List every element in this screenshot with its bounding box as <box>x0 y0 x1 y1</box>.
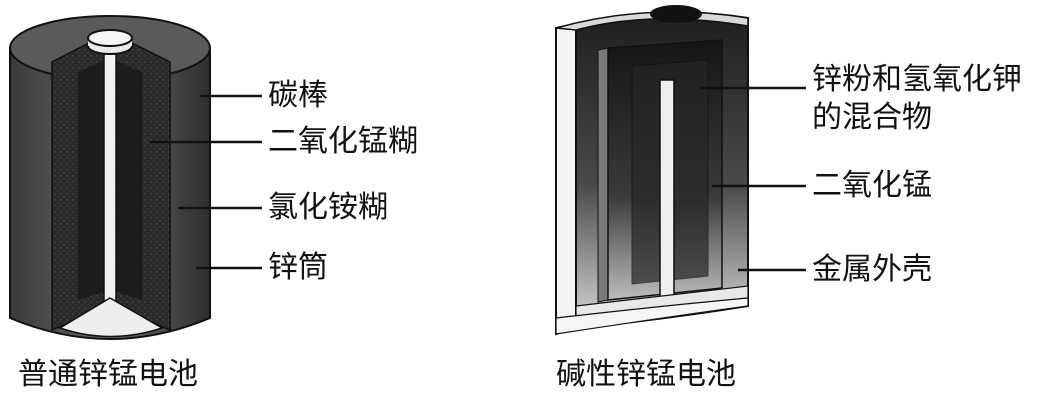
label-carbon-rod: 碳棒 <box>268 78 328 113</box>
label-mno2-paste: 二氧化锰糊 <box>268 124 418 159</box>
label-nh4cl-paste: 氯化铵糊 <box>268 190 388 225</box>
caption-alkaline-zinc-manganese-battery: 碱性锌锰电池 <box>556 357 736 392</box>
left-battery-drawing <box>9 15 262 340</box>
label-mno2: 二氧化锰 <box>812 168 932 203</box>
label-zinc-can: 锌筒 <box>268 250 328 285</box>
label-zinc-koh-line2: 的混合物 <box>812 100 932 135</box>
caption-ordinary-zinc-manganese-battery: 普通锌锰电池 <box>18 357 198 392</box>
label-metal-shell: 金属外壳 <box>812 252 932 287</box>
label-zinc-koh-line1: 锌粉和氢氧化钾 <box>812 62 1022 97</box>
right-battery-drawing <box>555 5 806 336</box>
